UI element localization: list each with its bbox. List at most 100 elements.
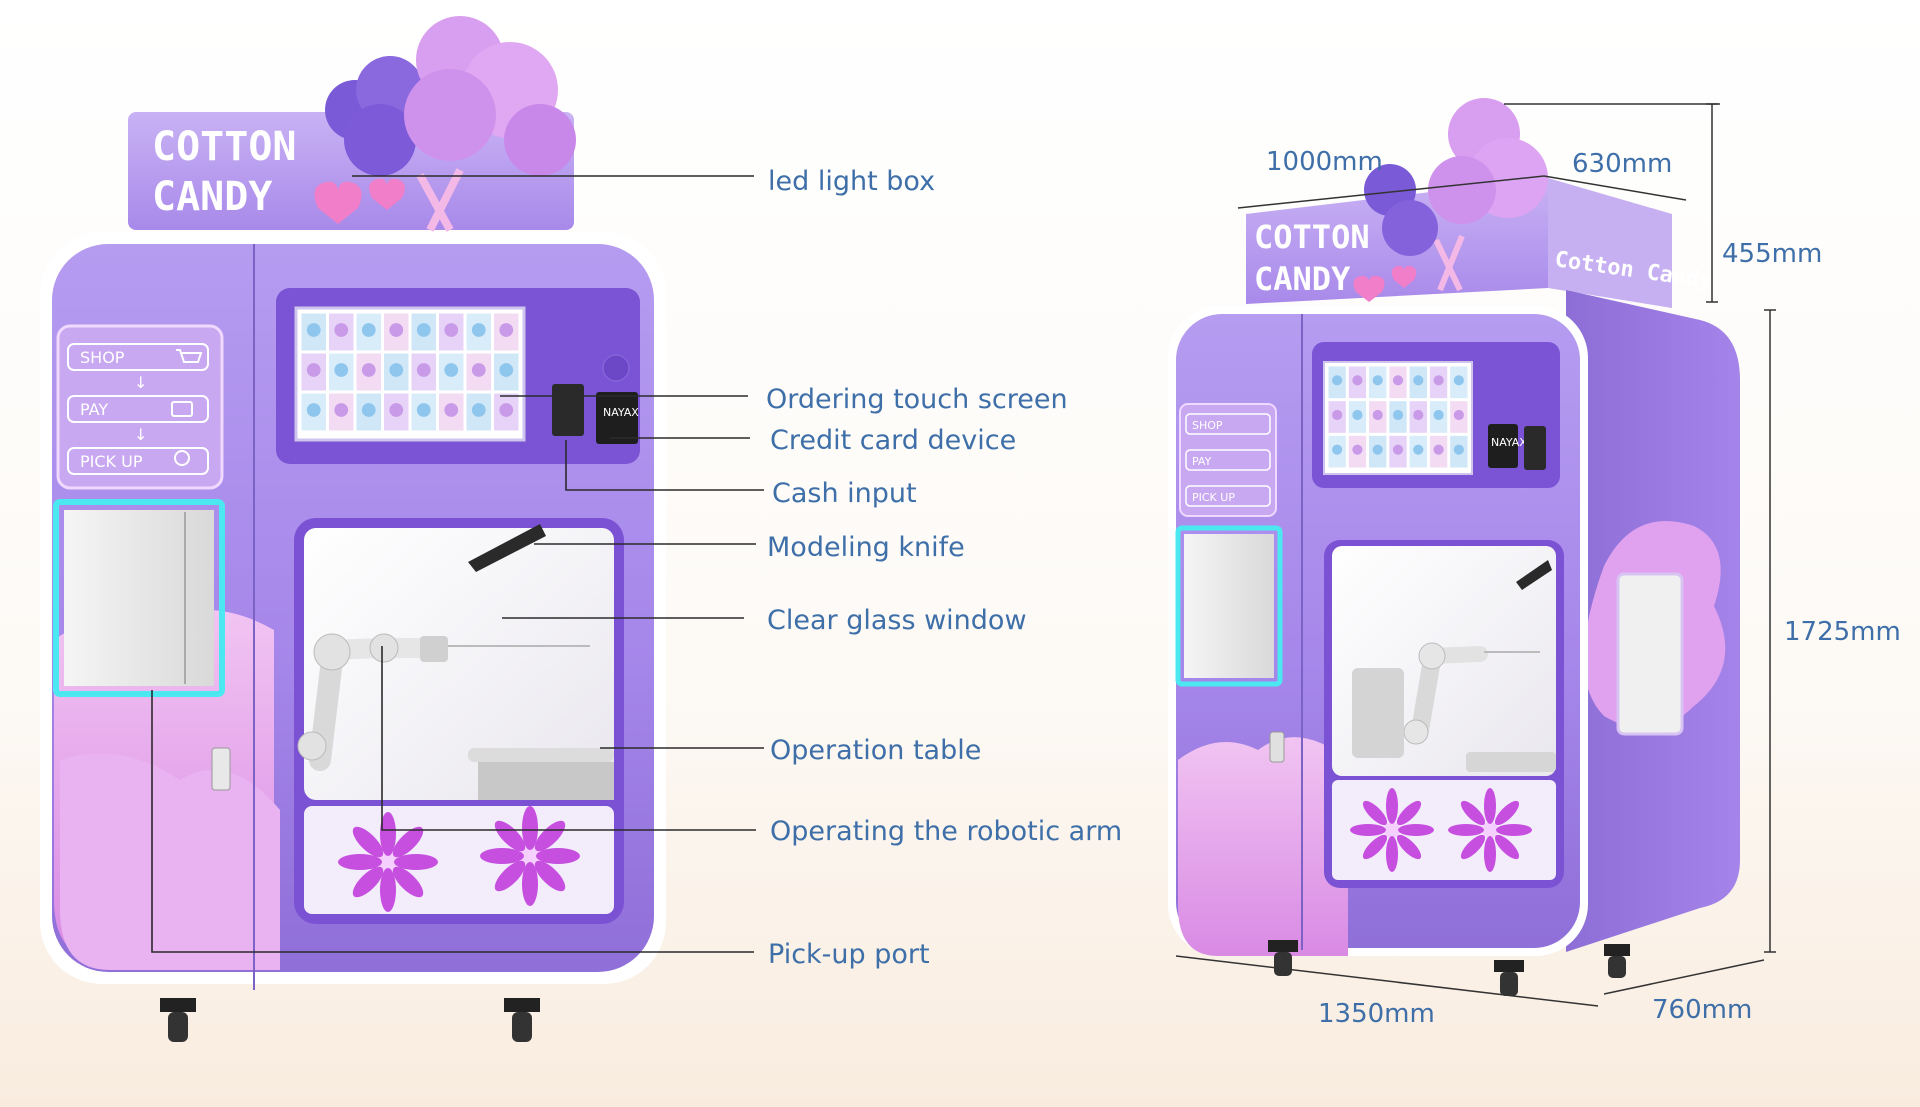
cotton-candy-icon: [1372, 375, 1383, 386]
cotton-candy-icon: [306, 323, 321, 337]
left-card-reader: [596, 392, 638, 444]
left-sign-line2: CANDY: [152, 174, 272, 220]
cart-icon: [176, 349, 203, 363]
svg-text:PICK UP: PICK UP: [80, 452, 143, 471]
cotton-candy-icon: [471, 323, 486, 337]
right-machine: COTTON CANDY Cotton Candy SHOP PAY: [1168, 98, 1740, 996]
cotton-candy-icon: [499, 323, 514, 337]
left-operation-table: [468, 748, 614, 762]
cotton-candy-icon: [1332, 375, 1343, 386]
cotton-candy-icon: [334, 323, 349, 337]
right-cotton-candy-topper: [1353, 98, 1548, 302]
cotton-candy-icon: [499, 363, 514, 377]
left-step-shop: SHOP: [67, 343, 209, 371]
heart-icon: [1353, 275, 1385, 302]
cotton-candy-icon: [1372, 409, 1383, 421]
svg-text:SHOP: SHOP: [80, 348, 125, 367]
cotton-candy-icon: [1352, 375, 1363, 386]
right-step-shop: [1185, 413, 1271, 435]
cotton-candy-icon: [389, 323, 404, 337]
left-robotic-arm: [297, 633, 590, 771]
cotton-candy-icon: [1453, 375, 1464, 386]
label-touch-screen: Ordering touch screen: [766, 384, 1068, 415]
cotton-candy-icon: [1413, 409, 1424, 421]
label-led-light-box: led light box: [768, 166, 935, 197]
svg-text:↓: ↓: [134, 373, 147, 392]
cotton-candy-icon: [1453, 409, 1464, 421]
dim-top-width: 1000mm: [1266, 147, 1383, 177]
flower-icon: [1448, 788, 1532, 872]
svg-text:SHOP: SHOP: [1192, 419, 1223, 432]
svg-text:PICK UP: PICK UP: [1192, 491, 1235, 504]
right-pickup-port: [1184, 534, 1274, 678]
cotton-candy-icon: [499, 403, 514, 417]
cotton-candy-icon: [1372, 444, 1383, 455]
left-cash-acceptor: [552, 384, 584, 436]
label-credit-card-device: Credit card device: [770, 425, 1016, 456]
cotton-candy-icon: [389, 403, 404, 417]
left-step-pickup: PICK UP: [67, 447, 209, 475]
right-caster: [1268, 940, 1298, 976]
right-step-pay: [1185, 449, 1271, 471]
left-pickup-port: [64, 510, 214, 686]
right-caster: [1494, 960, 1524, 996]
label-robotic-arm: Operating the robotic arm: [770, 816, 1122, 847]
cotton-candy-icon: [416, 363, 431, 377]
heart-icon: [369, 178, 405, 210]
cotton-candy-icon: [1392, 375, 1404, 386]
right-step-pickup: [1185, 485, 1271, 507]
left-caster: [504, 998, 540, 1042]
heart-icon: [314, 181, 362, 224]
left-step-pay: PAY: [67, 395, 209, 423]
right-menu-grid: [1328, 366, 1468, 468]
cotton-candy-icon: [471, 403, 486, 417]
cotton-candy-icon: [334, 403, 349, 417]
cotton-candy-icon: [1413, 375, 1424, 386]
dim-box-height: 455mm: [1722, 239, 1822, 269]
cotton-candy-icon: [1392, 444, 1404, 455]
cotton-candy-icon: [361, 403, 376, 417]
cotton-candy-icon: [1453, 444, 1464, 455]
cotton-candy-icon: [444, 323, 459, 337]
dim-base-depth: 760mm: [1652, 995, 1752, 1025]
left-menu-grid: [301, 313, 519, 431]
flower-icon: [338, 812, 438, 912]
cotton-candy-icon: [1433, 409, 1444, 421]
label-operation-table: Operation table: [770, 735, 981, 766]
heart-icon: [1391, 265, 1417, 288]
cotton-candy-icon: [1413, 444, 1424, 455]
cotton-candy-icon: [306, 363, 321, 377]
right-sign-line2: CANDY: [1254, 260, 1351, 298]
cotton-candy-icon: [1352, 409, 1363, 421]
left-reader-text: NAYAX: [603, 406, 639, 419]
left-machine: COTTON CANDY SHOP: [40, 16, 666, 1042]
cotton-candy-icon: [389, 363, 404, 377]
right-pink-cloud: [1178, 737, 1348, 956]
right-operation-table: [1466, 752, 1556, 772]
flower-icon: [480, 806, 580, 906]
label-clear-glass-window: Clear glass window: [767, 605, 1027, 636]
label-pickup-port: Pick-up port: [768, 939, 930, 970]
svg-text:PAY: PAY: [1192, 455, 1212, 468]
right-card-reader: [1488, 424, 1518, 468]
right-pickup-port-glow: [1175, 525, 1283, 687]
label-modeling-knife: Modeling knife: [767, 532, 965, 563]
right-robotic-arm: [1352, 642, 1540, 758]
svg-text:PAY: PAY: [80, 400, 108, 419]
cotton-candy-icon: [471, 363, 486, 377]
flower-icon: [1350, 788, 1434, 872]
speaker-icon: [602, 354, 630, 382]
right-sign-line1: COTTON: [1254, 218, 1370, 256]
left-cotton-candy-topper: [314, 16, 576, 232]
callout-leaders: [151, 175, 764, 953]
cotton-candy-icon: [1332, 409, 1343, 421]
left-modeling-knife: [468, 524, 546, 572]
cotton-candy-icon: [1332, 444, 1343, 455]
svg-text:↓: ↓: [134, 425, 147, 444]
right-side-window: [1616, 572, 1684, 736]
label-cash-input: Cash input: [772, 478, 917, 509]
dim-body-height: 1725mm: [1784, 617, 1901, 647]
cotton-candy-icon: [174, 450, 190, 466]
cotton-candy-icon: [416, 323, 431, 337]
